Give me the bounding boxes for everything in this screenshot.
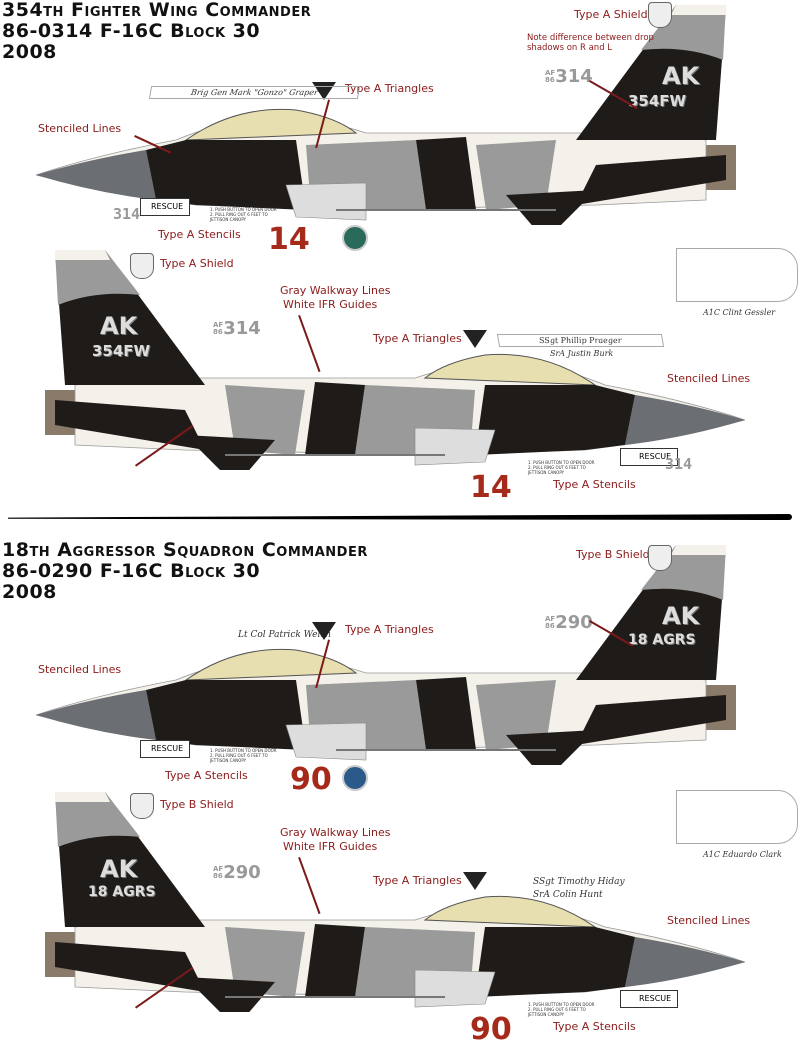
section-title: 354th Fighter Wing Commander: [2, 0, 312, 21]
triangle-decal: [463, 872, 487, 890]
triangles-label: Type A Triangles: [373, 332, 462, 345]
section-subtitle: 86-0290 F-16C Block 30: [2, 560, 261, 582]
shield-icon: [648, 545, 672, 571]
crew-name: A1C Eduardo Clark: [703, 850, 782, 859]
section-divider: [8, 514, 792, 520]
big-number: 90: [290, 762, 332, 797]
shield-icon: [130, 793, 154, 819]
stenciled-lines-label: Stenciled Lines: [667, 372, 751, 385]
rescue-arrow-decal: RESCUE: [140, 198, 191, 216]
ifr-label: White IFR Guides: [283, 840, 378, 853]
triangles-label: Type A Triangles: [345, 623, 434, 636]
af-label: AF: [213, 321, 224, 329]
ifr-label: White IFR Guides: [283, 298, 378, 311]
af-number: 314: [555, 66, 593, 87]
stencils-label: Type A Stencils: [165, 769, 248, 782]
rescue-arrow-decal: RESCUE: [140, 740, 191, 758]
shield-label: Type B Shield: [576, 548, 650, 561]
rescue-arrow-decal: RESCUE: [620, 990, 679, 1008]
walkway-label: Gray Walkway Lines: [280, 284, 391, 297]
aircraft-right-profile: [45, 792, 745, 1012]
canopy-name-decal: Brig Gen Mark "Gonzo" Graper: [148, 86, 361, 99]
nose-number: 314: [113, 205, 141, 223]
tail-unit: 18 AGRS: [88, 884, 156, 900]
stenciled-lines-label: Stenciled Lines: [38, 663, 122, 676]
tail-code: AK: [100, 312, 138, 340]
big-number: 14: [268, 222, 310, 257]
canopy-name-decal: Lt Col Patrick Welch: [238, 630, 332, 640]
walkway-label: Gray Walkway Lines: [280, 826, 391, 839]
squadron-patch-icon: [342, 765, 368, 791]
triangle-decal: [312, 622, 336, 640]
af-year: 86: [213, 328, 223, 336]
tail-code: AK: [662, 602, 700, 630]
tail-unit: 354FW: [628, 92, 687, 110]
triangle-decal: [463, 330, 487, 348]
tail-unit: 354FW: [92, 342, 151, 360]
crew-name: SSgt Timothy Hiday: [533, 877, 625, 887]
stenciled-lines-label: Stenciled Lines: [667, 914, 751, 927]
canopy-stencil: 1. PUSH BUTTON TO OPEN DOOR 2. PULL RING…: [528, 460, 595, 475]
tail-code: AK: [662, 62, 700, 90]
section-year: 2008: [2, 41, 57, 63]
stencils-label: Type A Stencils: [158, 228, 241, 241]
tail-unit: 18 AGRS: [628, 632, 696, 648]
af-year: 86: [545, 76, 555, 84]
big-number: 90: [470, 1012, 512, 1042]
af-number: 290: [223, 862, 261, 883]
aircraft-right-profile: [45, 250, 745, 470]
af-label: AF: [213, 865, 224, 873]
big-number: 14: [470, 470, 512, 505]
triangles-label: Type A Triangles: [373, 874, 462, 887]
tail-code: AK: [100, 855, 138, 883]
canopy-stencil: 1. PUSH BUTTON TO OPEN DOOR 2. PULL RING…: [528, 1002, 595, 1017]
canopy-name-decal: SSgt Phillip Praeger: [496, 334, 664, 347]
shield-icon: [648, 2, 672, 28]
canopy-stencil: 1. PUSH BUTTON TO OPEN DOOR 2. PULL RING…: [210, 748, 277, 763]
canopy-stencil: 1. PUSH BUTTON TO OPEN DOOR 2. PULL RING…: [210, 207, 277, 222]
intake-walkway-diagram: [676, 790, 798, 844]
aircraft-left-profile: [36, 545, 736, 765]
stencils-label: Type A Stencils: [553, 1020, 636, 1033]
rescue-arrow-decal: RESCUE: [620, 448, 679, 466]
af-number: 290: [555, 612, 593, 633]
section-subtitle: 86-0314 F-16C Block 30: [2, 20, 261, 42]
af-label: AF: [545, 615, 556, 623]
af-year: 86: [545, 622, 555, 630]
shield-icon: [130, 253, 154, 279]
af-label: AF: [545, 69, 556, 77]
shield-label: Type B Shield: [160, 798, 234, 811]
triangle-decal: [312, 82, 336, 100]
af-year: 86: [213, 872, 223, 880]
intake-walkway-diagram: [676, 248, 798, 302]
stenciled-lines-label: Stenciled Lines: [38, 122, 122, 135]
drop-shadow-note: Note difference between drop shadows on …: [527, 33, 654, 53]
stencils-label: Type A Stencils: [553, 478, 636, 491]
triangles-label: Type A Triangles: [345, 82, 434, 95]
squadron-patch-icon: [342, 225, 368, 251]
af-number: 314: [223, 318, 261, 339]
section-year: 2008: [2, 581, 57, 603]
crew-name: SrA Colin Hunt: [533, 890, 603, 900]
crew-name: A1C Clint Gessler: [703, 308, 776, 317]
shield-label: Type A Shield: [574, 8, 648, 21]
nose-number: 314: [665, 455, 693, 473]
crew-name: SrA Justin Burk: [550, 349, 614, 358]
section-title: 18th Aggressor Squadron Commander: [2, 539, 368, 561]
shield-label: Type A Shield: [160, 257, 234, 270]
